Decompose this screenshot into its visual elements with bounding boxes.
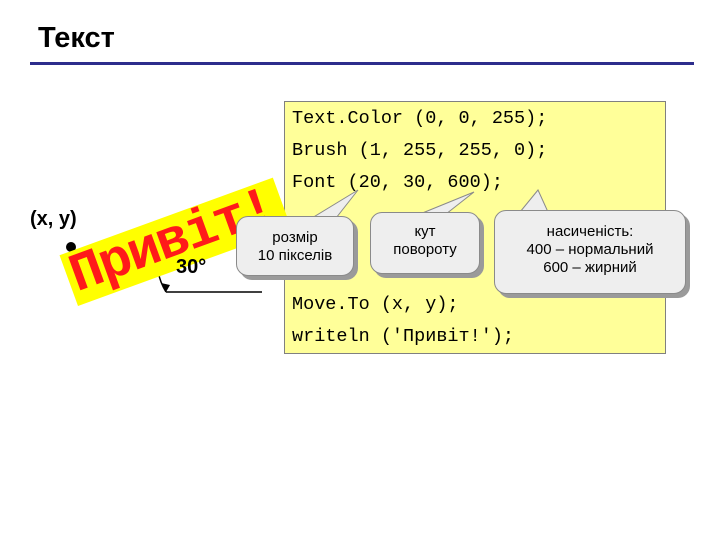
size-callout: розмір 10 пікселів <box>236 216 354 276</box>
angle-label: 30° <box>176 256 207 278</box>
code-line-moveto: Move.To (x, y); <box>292 294 459 315</box>
title-divider <box>30 62 694 65</box>
weight-callout-line-3: 600 – жирний <box>543 259 637 276</box>
size-callout-line-1: розмір <box>272 229 318 246</box>
size-callout-line-2: 10 пікселів <box>257 247 333 264</box>
code-line-brush: Brush (1, 255, 255, 0); <box>292 140 548 161</box>
origin-point <box>66 242 76 252</box>
code-line-writeln: writeln ('Привіт!'); <box>292 326 515 347</box>
weight-callout-line-2: 400 – нормальний <box>526 241 654 258</box>
coordinate-label: (x, y) <box>30 208 77 230</box>
rotation-callout-line-2: повороту <box>393 241 457 258</box>
weight-callout-line-1: насиченість: <box>546 223 634 240</box>
code-line-textcolor: Text.Color (0, 0, 255); <box>292 108 548 129</box>
slide-title: Текст <box>38 22 115 54</box>
angle-arrow-bottom <box>161 283 170 292</box>
rotation-callout: кут повороту <box>370 212 480 274</box>
weight-callout: насиченість: 400 – нормальний 600 – жирн… <box>494 210 686 294</box>
rotation-callout-line-1: кут <box>414 223 436 240</box>
code-line-font: Font (20, 30, 600); <box>292 172 503 193</box>
